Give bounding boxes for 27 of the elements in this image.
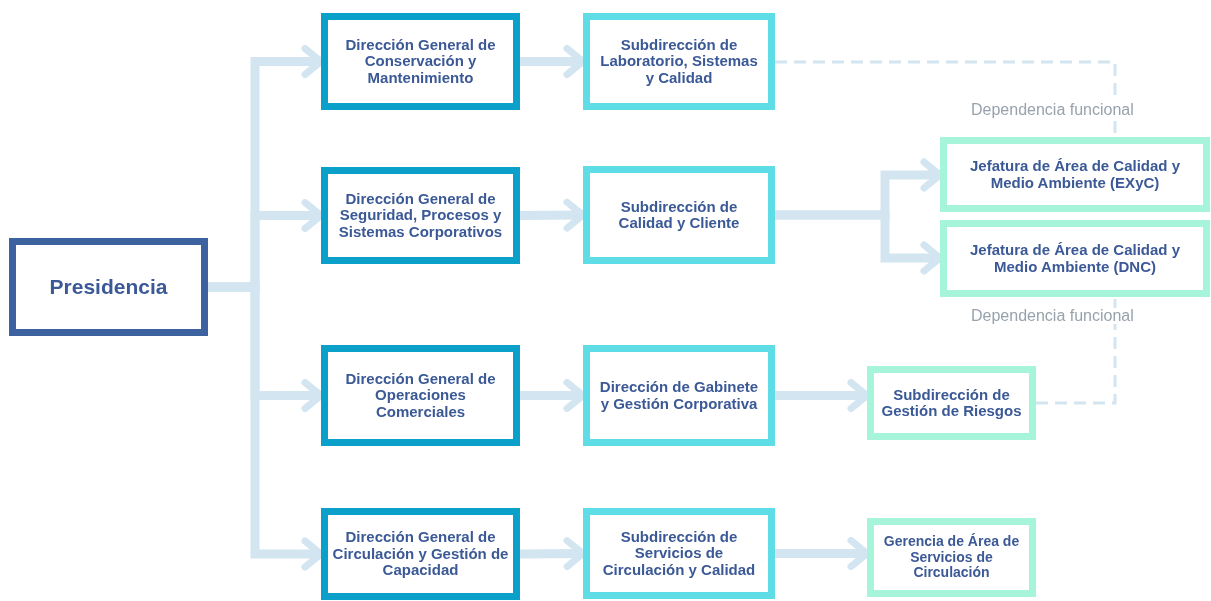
org-box: [867, 518, 1036, 597]
box-title: Subdirección de Gestión de Riesgos: [880, 386, 1023, 420]
box-title: Subdirección de Servicios de Circulación y Calidad: [601, 528, 757, 579]
org-box: [321, 13, 520, 110]
box-title: Jefatura de Área de Calidad y Medio Ambiente (DNC): [968, 242, 1182, 275]
org-box: [583, 13, 775, 110]
box-title: Subdirección de Calidad y Cliente: [617, 198, 741, 232]
box-title: Gerencia de Área de Servicios de Circulación: [882, 534, 1021, 581]
org-box: [583, 508, 775, 599]
org-box: [321, 508, 520, 600]
dashed-connector: [1036, 297, 1117, 405]
box-title: Subdirección de Laboratorio, Sistemas y Calidad: [599, 36, 759, 87]
box-title: Dirección General de Seguridad, Procesos y Sistemas Corporativos: [337, 190, 504, 241]
box-title: Dirección General de Operaciones Comerciales: [344, 370, 497, 421]
box-title: Jefatura de Área de Calidad y Medio Ambiente (EXyC): [968, 158, 1182, 191]
box-title: Dirección General de Circulación y Gestión de Capacidad: [332, 529, 509, 579]
org-box: [321, 345, 520, 446]
org-box: [583, 345, 775, 446]
org-box: [940, 220, 1210, 297]
org-box: [940, 137, 1210, 212]
box-title: Presidencia: [49, 275, 168, 299]
box-title: Dirección de Gabinete y Gestión Corporativa: [598, 379, 760, 412]
org-box: [9, 238, 208, 336]
org-box: [321, 167, 520, 264]
box-title: Dirección General de Conservación y Mantenimiento: [344, 36, 497, 87]
org-box: [583, 166, 775, 264]
org-box: [867, 366, 1036, 440]
